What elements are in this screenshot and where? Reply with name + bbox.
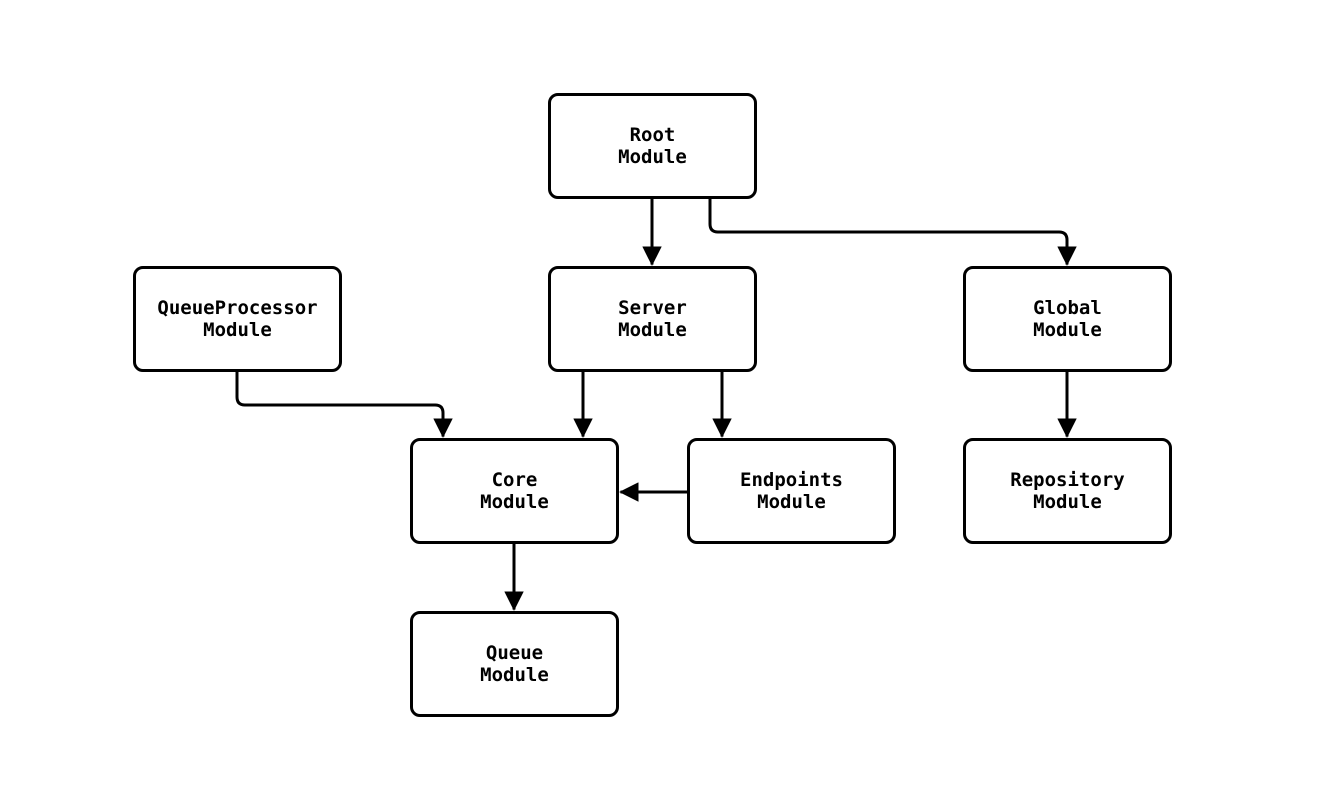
node-global-module: Global Module: [963, 266, 1172, 372]
node-queueprocessor-module: QueueProcessor Module: [133, 266, 342, 372]
node-repository-module-label: Repository Module: [1010, 469, 1125, 513]
node-server-module-label: Server Module: [618, 297, 687, 341]
node-core-module: Core Module: [410, 438, 619, 544]
node-endpoints-module: Endpoints Module: [687, 438, 896, 544]
node-queueprocessor-module-label: QueueProcessor Module: [157, 297, 318, 341]
node-root-module-label: Root Module: [618, 124, 687, 168]
node-endpoints-module-label: Endpoints Module: [740, 469, 843, 513]
node-queue-module: Queue Module: [410, 611, 619, 717]
node-queue-module-label: Queue Module: [480, 642, 549, 686]
edge-queueprocessor-to-core: [235, 370, 453, 438]
node-global-module-label: Global Module: [1033, 297, 1102, 341]
edge-root-to-global: [708, 196, 1077, 266]
node-repository-module: Repository Module: [963, 438, 1172, 544]
node-core-module-label: Core Module: [480, 469, 549, 513]
node-root-module: Root Module: [548, 93, 757, 199]
node-server-module: Server Module: [548, 266, 757, 372]
